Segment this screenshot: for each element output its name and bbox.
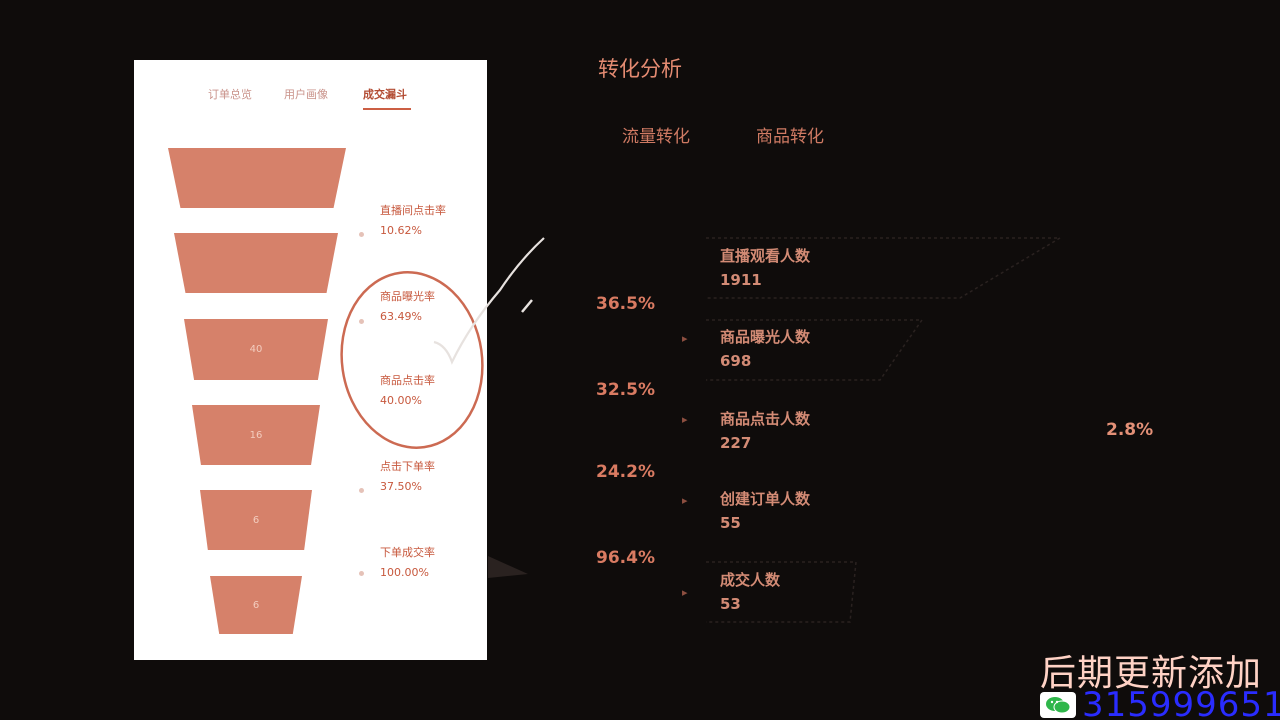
panel-title: 转化分析: [598, 57, 682, 81]
tab-order-overview[interactable]: 订单总览: [208, 88, 252, 101]
stage-value: 55: [720, 514, 741, 532]
rate-live-click: 直播间点击率 10.62%: [380, 201, 446, 241]
rate-label: 商品曝光率: [380, 290, 435, 303]
tab-traffic-conversion[interactable]: 流量转化: [622, 127, 690, 147]
funnel-layer: [168, 148, 346, 208]
rate-label: 下单成交率: [380, 546, 435, 559]
conversion-rate: 24.2%: [596, 462, 655, 482]
tab-deal-funnel[interactable]: 成交漏斗: [363, 88, 407, 101]
watermark-text: 后期更新添加: [1040, 653, 1263, 694]
rate-order-deal: 下单成交率 100.00%: [380, 543, 435, 583]
rate-dot: [359, 571, 364, 576]
funnel-layer: [174, 233, 338, 293]
funnel-layer: 6: [210, 576, 302, 634]
stage-product-exposure: 商品曝光人数 698: [720, 325, 810, 373]
rate-value: 10.62%: [380, 224, 422, 237]
rate-value: 63.49%: [380, 310, 422, 323]
rate-click-order: 点击下单率 37.50%: [380, 457, 435, 497]
rate-product-click: 商品点击率 40.00%: [380, 371, 435, 411]
watermark-contact: 315999651: [1040, 685, 1280, 720]
rate-label: 商品点击率: [380, 374, 435, 387]
stage-value: 698: [720, 352, 752, 370]
stage-label: 成交人数: [720, 571, 781, 589]
stage-order-created: 创建订单人数 55: [720, 487, 810, 535]
rate-dot: [359, 232, 364, 237]
conversion-rate: 36.5%: [596, 294, 655, 314]
funnel-layer: 6: [200, 490, 312, 550]
funnel-layer-value: 40: [249, 344, 263, 355]
overall-conversion-rate: 2.8%: [1106, 420, 1154, 440]
rate-label: 直播间点击率: [380, 204, 446, 217]
watermark-number: 315999651: [1082, 685, 1280, 720]
chevron-right-icon: ▸: [682, 413, 688, 426]
stage-deal: 成交人数 53: [720, 568, 780, 616]
active-tab-underline: [363, 108, 411, 110]
stage-value: 53: [720, 595, 741, 613]
funnel-layer: 40: [184, 319, 328, 380]
funnel-layer-value: 6: [252, 514, 260, 526]
stage-live-viewers: 直播观看人数 1911: [720, 244, 810, 292]
stage-value: 1911: [720, 271, 762, 289]
funnel-layer-value: 6: [252, 599, 260, 611]
rate-product-exposure: 商品曝光率 63.49%: [380, 287, 435, 327]
chevron-right-icon: ▸: [682, 494, 688, 507]
chevron-right-icon: ▸: [682, 332, 688, 345]
stage-label: 直播观看人数: [720, 247, 811, 265]
stage-value: 227: [720, 434, 752, 452]
stage-label: 商品点击人数: [720, 410, 811, 428]
annotation-stroke: [521, 299, 533, 313]
pointer-shape: [488, 556, 528, 578]
stage-product-click: 商品点击人数 227: [720, 407, 810, 455]
phone-screenshot: 订单总览 用户画像 成交漏斗 40 16 6 6 直播间点击率 10.62% 商…: [134, 60, 487, 660]
rate-value: 40.00%: [380, 394, 422, 407]
rate-label: 点击下单率: [380, 460, 435, 473]
phone-tab-bar: 订单总览 用户画像 成交漏斗: [134, 86, 487, 110]
funnel-layer-value: 16: [249, 429, 263, 441]
conversion-rate: 32.5%: [596, 380, 655, 400]
wechat-icon: [1040, 692, 1076, 718]
stage-label: 商品曝光人数: [720, 328, 811, 346]
rate-value: 37.50%: [380, 480, 422, 493]
tab-user-profile[interactable]: 用户画像: [284, 88, 328, 101]
rate-value: 100.00%: [380, 566, 429, 579]
funnel-layer: 16: [192, 405, 320, 465]
conversion-rate: 96.4%: [596, 548, 655, 568]
stage-label: 创建订单人数: [720, 490, 811, 508]
rate-dot: [359, 319, 364, 324]
rate-dot: [359, 488, 364, 493]
tab-product-conversion[interactable]: 商品转化: [756, 127, 824, 147]
chevron-right-icon: ▸: [682, 586, 688, 599]
